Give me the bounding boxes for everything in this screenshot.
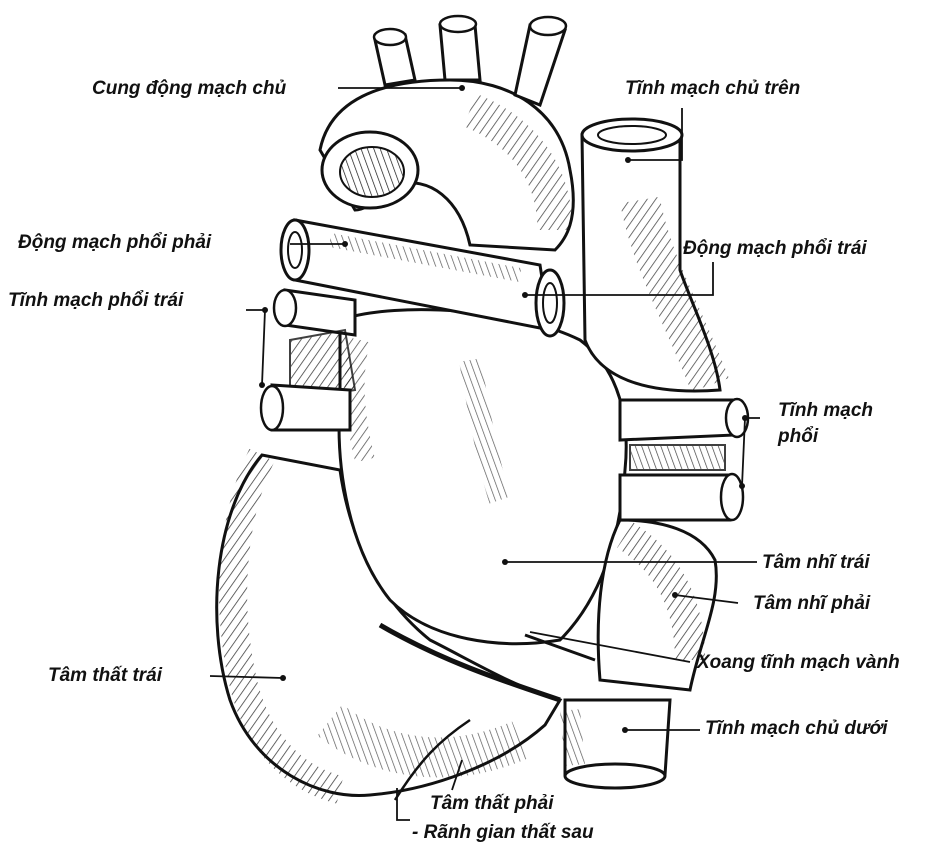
label-inferior-vena-cava: Tĩnh mạch chủ dưới [705, 718, 888, 740]
label-right-ventricle: Tâm thất phải [430, 793, 554, 815]
right-pulmonary-vein-upper [620, 400, 735, 440]
label-right-pulmonary-artery: Động mạch phổi phải [18, 232, 211, 254]
label-superior-vena-cava: Tĩnh mạch chủ trên [625, 78, 800, 100]
label-pulmonary-vein-line2: phổi [778, 426, 818, 448]
label-coronary-sinus: Xoang tĩnh mạch vành [697, 652, 900, 674]
label-left-atrium: Tâm nhĩ trái [762, 552, 870, 574]
label-right-atrium: Tâm nhĩ phải [753, 593, 870, 615]
label-aortic-arch: Cung động mạch chủ [92, 78, 286, 100]
label-posterior-interventricular-sulcus: - Rãnh gian thất sau [412, 822, 594, 844]
label-left-pulmonary-artery: Động mạch phổi trái [683, 238, 867, 260]
label-left-pulmonary-vein: Tĩnh mạch phổi trái [8, 290, 183, 312]
label-left-ventricle: Tâm thất trái [48, 665, 162, 687]
label-pulmonary-vein-line1: Tĩnh mạch [778, 400, 873, 422]
right-pulmonary-vein-lower [620, 475, 730, 520]
